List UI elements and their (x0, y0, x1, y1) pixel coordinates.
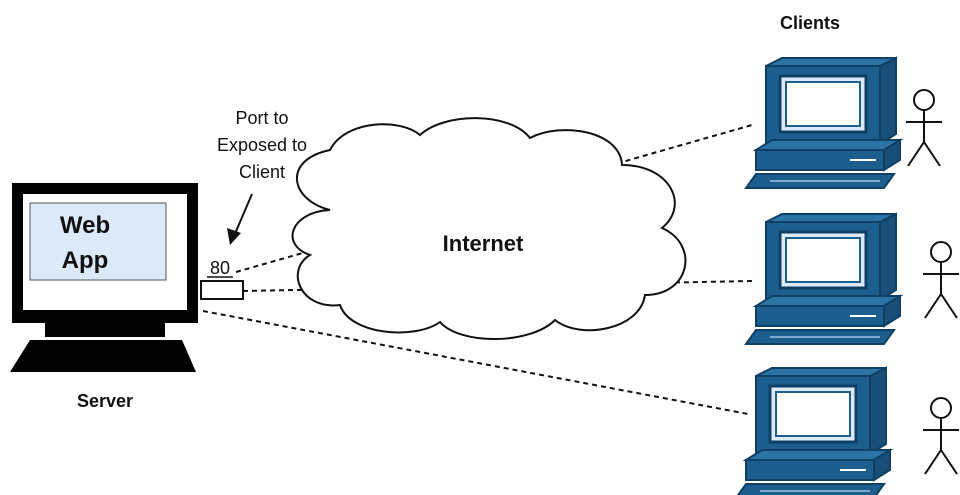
clients-title: Clients (780, 13, 840, 33)
internet-cloud: Internet (291, 117, 687, 340)
port-note-line1: Port to (235, 108, 288, 128)
server-stand-neck (45, 323, 165, 337)
client-user-3 (922, 397, 960, 475)
port-number: 80 (210, 258, 230, 278)
server-keyboard-base (10, 340, 196, 372)
client-computer-2 (744, 212, 902, 346)
connection-line-client-3 (202, 310, 749, 415)
internet-label: Internet (443, 231, 524, 256)
cloud-shape (291, 117, 687, 340)
client-user-2 (922, 241, 960, 319)
port-note-line3: Client (239, 162, 285, 182)
web-app-label-line1: Web (60, 212, 110, 239)
server-label: Server (77, 391, 133, 411)
server-computer: Web App 80 Server (10, 183, 244, 411)
client-computer-3 (734, 366, 892, 495)
web-app-box (29, 202, 167, 281)
port-note-line2: Exposed to (217, 135, 307, 155)
client-computer-1 (744, 56, 902, 190)
port-arrow-shaft (233, 193, 253, 237)
client-user-1 (905, 89, 943, 167)
web-app-label-line2: App (62, 247, 109, 274)
port-annotation: Port to Exposed to Client (217, 108, 307, 245)
port-arrow-head (227, 228, 241, 245)
port-connector (200, 280, 244, 300)
